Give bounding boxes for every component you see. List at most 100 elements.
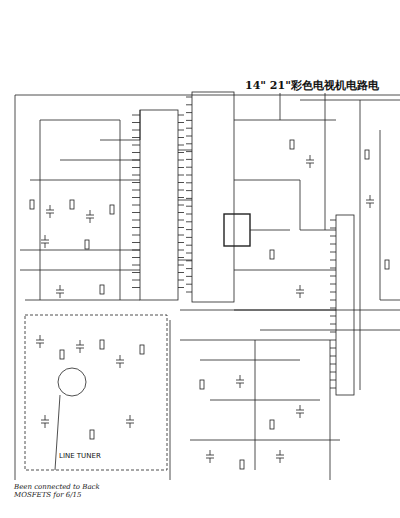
pin-stub	[186, 151, 192, 152]
pin-stub	[132, 272, 140, 273]
resistor-symbol	[100, 340, 104, 349]
pin-stub	[132, 190, 140, 191]
pin-stub	[178, 235, 184, 236]
pin-stub	[186, 276, 192, 277]
pin-stub	[132, 280, 140, 281]
frame-line	[15, 95, 400, 480]
pin-stub	[186, 229, 192, 230]
pin-stub	[330, 276, 336, 277]
pin-stub	[132, 182, 140, 183]
ic-body	[336, 215, 354, 395]
pin-stub	[132, 160, 140, 161]
capacitor-symbol	[306, 155, 314, 168]
pin-stub	[330, 268, 336, 269]
capacitor-symbol	[296, 285, 304, 298]
pin-stub	[330, 348, 336, 349]
pin-stub	[132, 265, 140, 266]
pin-stub	[330, 244, 336, 245]
pin-stub	[186, 284, 192, 285]
pin-stub	[178, 137, 184, 138]
capacitor-symbol	[126, 415, 134, 428]
capacitor-symbol	[56, 285, 64, 298]
pin-stub	[132, 145, 140, 146]
resistor-symbol	[85, 240, 89, 249]
pin-stub	[186, 136, 192, 137]
pin-stub	[186, 268, 192, 269]
resistor-symbol	[240, 460, 244, 469]
pin-stub	[186, 97, 192, 98]
pin-stub	[186, 214, 192, 215]
pin-stub	[186, 104, 192, 105]
capacitor-symbol	[276, 450, 284, 463]
pin-stub	[178, 242, 184, 243]
pin-stub	[132, 220, 140, 221]
pin-stub	[186, 292, 192, 293]
pin-stub	[178, 272, 184, 273]
pin-stub	[132, 115, 140, 116]
pin-stub	[132, 167, 140, 168]
capacitor-symbol	[46, 205, 54, 218]
pin-stub	[330, 228, 336, 229]
pin-stub	[132, 152, 140, 153]
component-marks	[30, 140, 389, 469]
wire	[20, 90, 400, 480]
pin-stub	[178, 265, 184, 266]
handwritten-note: Been connected to Back MOSFETS for 6/15	[14, 483, 124, 500]
resistor-symbol	[290, 140, 294, 149]
capacitor-symbol	[41, 415, 49, 428]
ic-body	[224, 214, 250, 246]
resistor-symbol	[365, 150, 369, 159]
resistor-symbol	[30, 200, 34, 209]
pin-stub	[186, 221, 192, 222]
pin-stub	[132, 235, 140, 236]
pin-stub	[186, 143, 192, 144]
pin-stub	[178, 145, 184, 146]
pin-stub	[178, 160, 184, 161]
pin-stub	[178, 130, 184, 131]
capacitor-symbol	[76, 340, 84, 353]
pin-stub	[186, 182, 192, 183]
pin-stub	[132, 287, 140, 288]
resistor-symbol	[270, 250, 274, 259]
block-label: LINE TUNER	[58, 452, 102, 460]
pin-stub	[330, 260, 336, 261]
capacitor-symbol	[116, 355, 124, 368]
pin-stub	[186, 175, 192, 176]
resistor-symbol	[60, 350, 64, 359]
pin-stub	[186, 206, 192, 207]
pin-stub	[178, 122, 184, 123]
pin-stub	[132, 137, 140, 138]
capacitor-symbol	[296, 405, 304, 418]
pin-stub	[132, 122, 140, 123]
diagram-title: 14" 21"彩色电视机电路电	[243, 78, 381, 93]
pin-stub	[330, 340, 336, 341]
pin-stub	[330, 364, 336, 365]
pin-stub	[178, 175, 184, 176]
resistor-symbol	[270, 420, 274, 429]
pin-stub	[330, 220, 336, 221]
pin-stub	[132, 205, 140, 206]
pin-stub	[178, 257, 184, 258]
pin-stub	[178, 152, 184, 153]
pin-stub	[186, 190, 192, 191]
pin-stub	[330, 332, 336, 333]
pin-stub	[178, 227, 184, 228]
pin-stub	[330, 300, 336, 301]
ic-body	[140, 110, 178, 300]
capacitor-symbol	[236, 375, 244, 388]
pin-stub	[186, 128, 192, 129]
pin-stub	[178, 190, 184, 191]
capacitor-symbol	[86, 210, 94, 223]
pin-stub	[186, 237, 192, 238]
pin-stub	[186, 167, 192, 168]
pin-stub	[178, 182, 184, 183]
pin-stub	[178, 250, 184, 251]
pin-stub	[178, 167, 184, 168]
resistor-symbol	[140, 345, 144, 354]
pin-stub	[186, 159, 192, 160]
resistor-symbol	[70, 200, 74, 209]
capacitor-symbol	[366, 195, 374, 208]
wire	[180, 90, 340, 480]
pin-stub	[178, 115, 184, 116]
resistor-symbol	[90, 430, 94, 439]
